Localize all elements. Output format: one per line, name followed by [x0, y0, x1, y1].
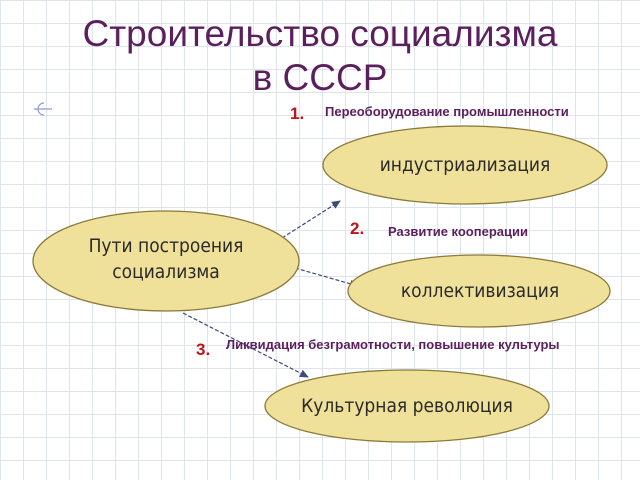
- center-node-ellipse: [32, 210, 300, 312]
- center-node-label-line-1: Пути построения: [88, 235, 244, 257]
- cultural-revolution-label: Культурная революция: [301, 395, 513, 417]
- slide-title-line-1: Строительство социализма: [82, 13, 558, 54]
- branch-3-number: 3.: [196, 340, 211, 359]
- cultural-revolution-ellipse: [264, 369, 550, 443]
- branch-2-note: Развитие кооперации: [388, 224, 528, 239]
- branch-3-note: Ликвидация безграмотности, повышение кул…: [226, 337, 560, 352]
- collectivization-ellipse: [347, 254, 611, 328]
- arrow-to-cultural-revolution: [182, 312, 309, 378]
- arrow-to-collectivization: [294, 267, 359, 288]
- branch-1-note: Переоборудование промышленности: [325, 104, 569, 119]
- industrialization-ellipse: [322, 125, 608, 205]
- industrialization-label: индустриализация: [379, 154, 551, 176]
- branch-2-number: 2.: [350, 219, 365, 238]
- center-node-label: Пути построения социализма: [36, 233, 296, 285]
- center-node-label-line-2: социализма: [112, 261, 220, 283]
- arrow-to-industrialization: [281, 200, 341, 239]
- margin-mark-icon: [34, 102, 52, 116]
- slide-title-line-2: в СССР: [252, 57, 388, 98]
- branch-1-number: 1.: [290, 104, 305, 123]
- collectivization-label: коллективизация: [400, 280, 560, 302]
